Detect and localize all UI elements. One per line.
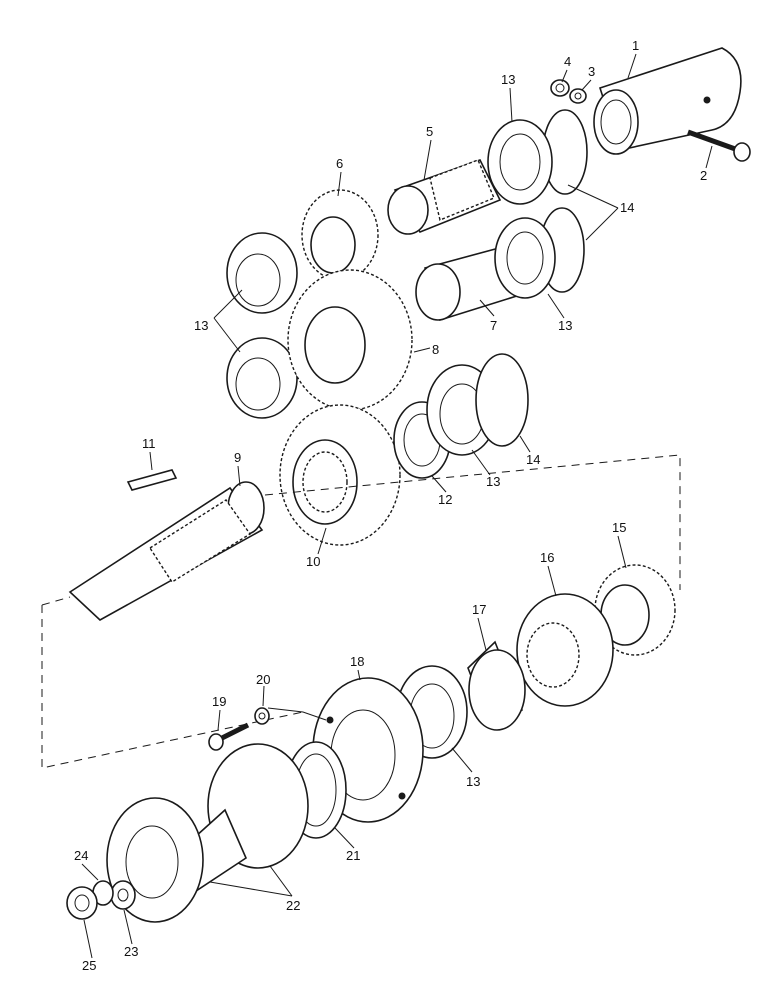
part-2-bolt: [687, 129, 751, 162]
label-20: 20: [256, 672, 270, 687]
part-8-gear: [287, 269, 413, 411]
label-13-c: 13: [558, 318, 572, 333]
part-11-key: [126, 469, 178, 491]
label-18: 18: [350, 654, 364, 669]
label-13-a: 13: [501, 72, 515, 87]
part-1-sleeve: [593, 47, 742, 155]
label-12: 12: [438, 492, 452, 507]
label-15: 15: [612, 520, 626, 535]
callout-labels: 1 2 3 4 13 5 6 14 13 7 13 8 11 9 12 13 1…: [74, 38, 707, 973]
label-1: 1: [632, 38, 639, 53]
part-5-splined-shaft: [387, 159, 502, 235]
label-9: 9: [234, 450, 241, 465]
label-17: 17: [472, 602, 486, 617]
label-10: 10: [306, 554, 320, 569]
label-16: 16: [540, 550, 554, 565]
part-23-washer: [110, 880, 136, 910]
label-13-d: 13: [486, 474, 500, 489]
label-11: 11: [142, 436, 156, 451]
label-13-b: 13: [194, 318, 208, 333]
label-4: 4: [564, 54, 571, 69]
label-3: 3: [588, 64, 595, 79]
label-22: 22: [286, 898, 300, 913]
part-14-seal-center: [475, 353, 529, 447]
part-17-hub: [467, 640, 526, 731]
part-3-washer: [569, 88, 587, 104]
label-7: 7: [490, 318, 497, 333]
dashed-guide-lines: [41, 454, 681, 769]
label-14-b: 14: [526, 452, 540, 467]
part-10-gear: [279, 404, 401, 546]
label-21: 21: [346, 848, 360, 863]
leader-lines: [81, 53, 713, 959]
part-13-bearing-mid-right: [494, 207, 585, 299]
part-20-washer: [254, 707, 270, 725]
label-2: 2: [700, 168, 707, 183]
part-13-bearing-left-upper: [226, 232, 298, 314]
label-24: 24: [74, 848, 88, 863]
part-13-bearing-upper: [487, 109, 588, 205]
part-15-coupling: [594, 564, 676, 656]
part-22-output-flange: [106, 743, 309, 923]
label-25: 25: [82, 958, 96, 973]
part-25-nut: [66, 886, 98, 920]
label-19: 19: [212, 694, 226, 709]
part-13-bearing-left-lower: [226, 337, 298, 419]
part-9-main-shaft: [68, 481, 265, 621]
part-6-gear: [301, 189, 379, 281]
label-5: 5: [426, 124, 433, 139]
label-8: 8: [432, 342, 439, 357]
part-19-bolt: [208, 722, 250, 751]
part-16-internal-ring: [516, 593, 614, 707]
label-13-e: 13: [466, 774, 480, 789]
label-23: 23: [124, 944, 138, 959]
part-4-nut: [550, 79, 570, 97]
label-14-a: 14: [620, 200, 634, 215]
label-6: 6: [336, 156, 343, 171]
